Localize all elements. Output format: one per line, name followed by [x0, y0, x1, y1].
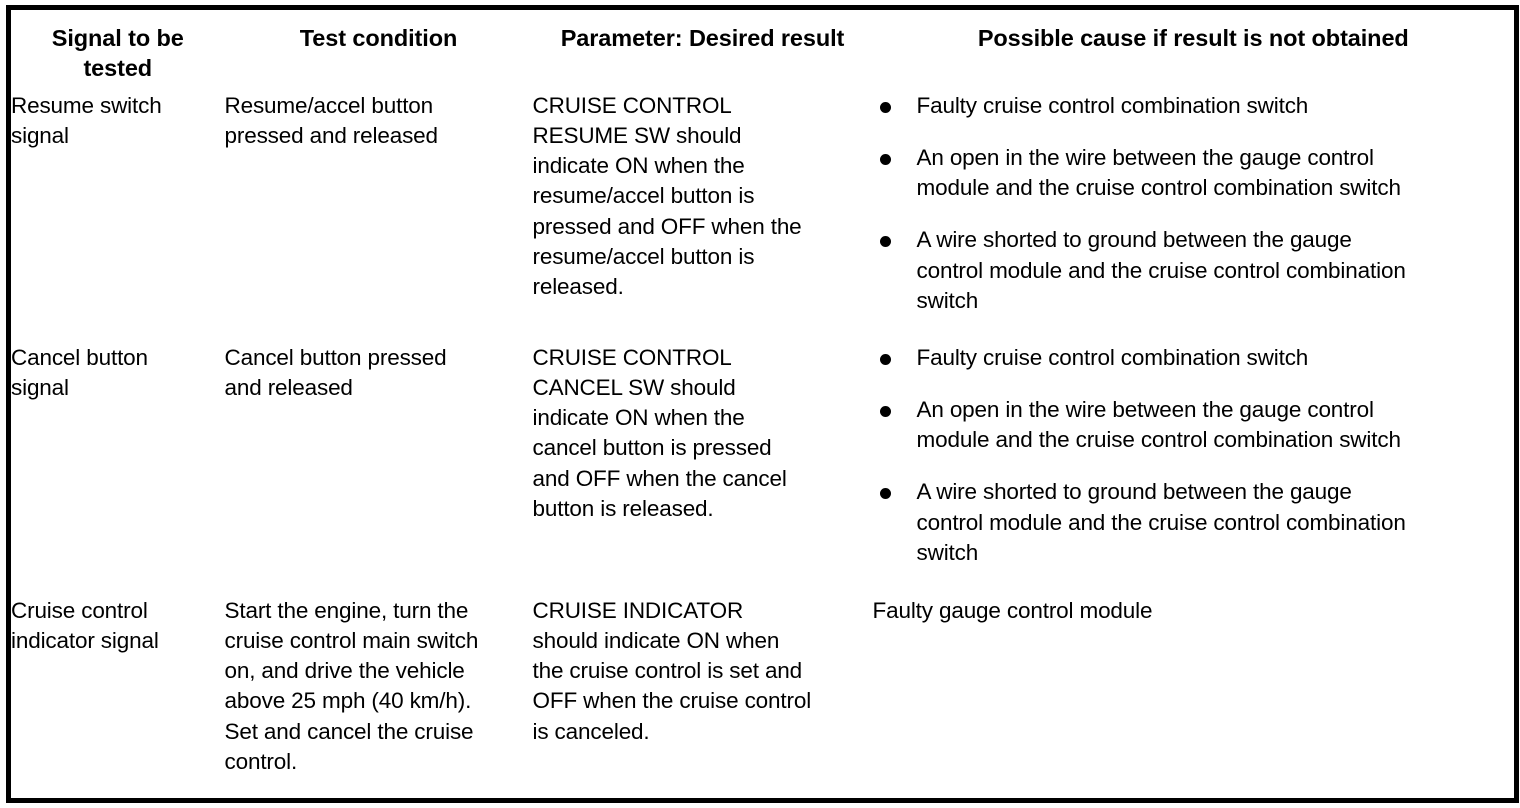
column-header-parameter-desired-result: Parameter: Desired result — [532, 7, 873, 91]
cell-line: cruise control main switch — [224, 627, 479, 653]
cell-line: resume/accel button is — [532, 183, 755, 209]
cell-line: button is released. — [532, 495, 714, 521]
cell-line: Cancel button — [11, 344, 148, 370]
bullet-icon — [879, 488, 891, 500]
cause-line: A wire shorted to ground between the gau… — [916, 227, 1352, 253]
cause-list: Faulty cruise control combination switch… — [873, 91, 1515, 317]
cell-line: Start the engine, turn the — [224, 597, 469, 623]
cell-test-condition-resume-switch: Resume/accel button pressed and released — [224, 90, 533, 343]
header-line: Parameter: Desired result — [560, 25, 845, 51]
cause-list: Faulty cruise control combination switch… — [873, 343, 1515, 569]
cause-text: Faulty gauge control module — [873, 596, 1515, 626]
cell-parameter-cancel-button: CRUISE CONTROL CANCEL SW should indicate… — [532, 342, 873, 596]
cell-line: pressed and OFF when the — [532, 213, 802, 239]
bullet-icon — [879, 353, 891, 365]
cell-line: on, and drive the vehicle — [224, 658, 465, 683]
column-header-signal-to-be-tested: Signal to be tested — [8, 7, 225, 91]
header-row: Signal to be tested Test condition Param… — [8, 7, 1517, 91]
cell-line: resume/accel button is — [532, 243, 755, 269]
cause-text: Faulty cruise control combination switch — [917, 91, 1515, 121]
cell-line: OFF when the cruise control — [532, 688, 812, 714]
cell-line: the cruise control is set and — [532, 658, 803, 683]
table-row: Cruise control indicator signal Start th… — [8, 595, 1517, 801]
cause-line: An open in the wire between the gauge co… — [916, 396, 1374, 422]
cell-line: Resume/accel button — [224, 92, 434, 118]
cell-line: CANCEL SW should — [532, 374, 736, 400]
cell-line: CRUISE CONTROL — [532, 344, 732, 370]
cell-line: CRUISE CONTROL — [532, 92, 732, 118]
table-body: Resume switch signal Resume/accel button… — [8, 90, 1517, 801]
cell-line: CRUISE INDICATOR — [532, 597, 744, 623]
cell-line: control. — [224, 748, 298, 774]
column-header-possible-cause: Possible cause if result is not obtained — [872, 7, 1517, 91]
cell-possible-cause-cancel-button: Faulty cruise control combination switch… — [872, 342, 1517, 596]
table-row: Resume switch signal Resume/accel button… — [8, 90, 1517, 343]
header-line: tested — [83, 55, 153, 82]
bullet-icon — [879, 405, 891, 417]
header-line: Signal to be — [51, 25, 184, 51]
cell-line: Resume switch — [11, 92, 162, 118]
bullet-icon — [879, 101, 891, 113]
cell-parameter-cruise-indicator: CRUISE INDICATOR should indicate ON when… — [532, 595, 873, 801]
cell-line: signal — [11, 374, 69, 400]
cause-text: An open in the wire between the gauge co… — [917, 395, 1515, 456]
cell-line: Cancel button pressed — [224, 344, 447, 370]
cause-list-item: Faulty cruise control combination switch — [873, 343, 1515, 373]
cause-list-item: An open in the wire between the gauge co… — [873, 395, 1515, 456]
cause-list-item: A wire shorted to ground between the gau… — [873, 225, 1515, 316]
cause-line: Faulty cruise control combination switch — [916, 92, 1309, 118]
cause-text: A wire shorted to ground between the gau… — [917, 477, 1515, 568]
bullet-icon — [879, 153, 891, 165]
cause-list-item: A wire shorted to ground between the gau… — [873, 477, 1515, 568]
header-line: Possible cause if result is not obtained — [977, 25, 1409, 51]
cause-list-item: An open in the wire between the gauge co… — [873, 143, 1515, 204]
bullet-icon — [879, 236, 891, 248]
cell-line: is canceled. — [532, 718, 650, 744]
cell-line: and OFF when the cancel — [532, 465, 787, 491]
cell-possible-cause-resume-switch: Faulty cruise control combination switch… — [872, 90, 1517, 343]
cell-line: signal — [11, 122, 69, 148]
cause-text: A wire shorted to ground between the gau… — [917, 225, 1515, 316]
cell-line: released. — [532, 274, 624, 299]
cause-line: module and the cruise control combinatio… — [916, 427, 1401, 452]
column-header-test-condition: Test condition — [224, 7, 533, 91]
cell-line: indicator signal — [11, 627, 159, 653]
cause-text: Faulty cruise control combination switch — [917, 343, 1515, 373]
cell-line: should indicate ON when — [532, 627, 780, 653]
table-header: Signal to be tested Test condition Param… — [8, 7, 1517, 91]
cell-line: cancel button is pressed — [532, 435, 772, 461]
cell-line: Set and cancel the cruise — [224, 718, 474, 744]
cause-line: control module and the cruise control co… — [916, 509, 1406, 535]
cause-line: module and the cruise control combinatio… — [916, 175, 1401, 200]
cause-line: switch — [916, 287, 979, 313]
cell-signal-cancel-button: Cancel button signal — [8, 342, 225, 596]
cause-line: An open in the wire between the gauge co… — [916, 144, 1374, 170]
cause-list-item: Faulty cruise control combination switch — [873, 91, 1515, 121]
cell-signal-cruise-indicator: Cruise control indicator signal — [8, 595, 225, 801]
cell-possible-cause-cruise-indicator: Faulty gauge control module — [872, 595, 1517, 801]
cruise-control-diagnostic-table: Signal to be tested Test condition Param… — [6, 5, 1519, 803]
cell-line: indicate ON when the — [532, 405, 745, 430]
cell-line: indicate ON when the — [532, 153, 745, 178]
cause-line: control module and the cruise control co… — [916, 257, 1406, 283]
cell-line: above 25 mph (40 km/h). — [224, 688, 472, 714]
cell-line: Cruise control — [11, 597, 148, 623]
header-line: Test condition — [299, 25, 458, 51]
cell-line: pressed and released — [224, 122, 439, 148]
cause-line: Faulty gauge control module — [872, 597, 1153, 623]
cause-line: A wire shorted to ground between the gau… — [916, 479, 1352, 505]
cell-parameter-resume-switch: CRUISE CONTROL RESUME SW should indicate… — [532, 90, 873, 343]
cell-signal-resume-switch: Resume switch signal — [8, 90, 225, 343]
cell-test-condition-cruise-indicator: Start the engine, turn the cruise contro… — [224, 595, 533, 801]
table-row: Cancel button signal Cancel button press… — [8, 342, 1517, 596]
cell-line: RESUME SW should — [532, 122, 742, 148]
cause-line: Faulty cruise control combination switch — [916, 344, 1309, 370]
cause-line: switch — [916, 539, 979, 565]
cell-test-condition-cancel-button: Cancel button pressed and released — [224, 342, 533, 596]
cell-line: and released — [224, 374, 353, 400]
cause-text: An open in the wire between the gauge co… — [917, 143, 1515, 204]
